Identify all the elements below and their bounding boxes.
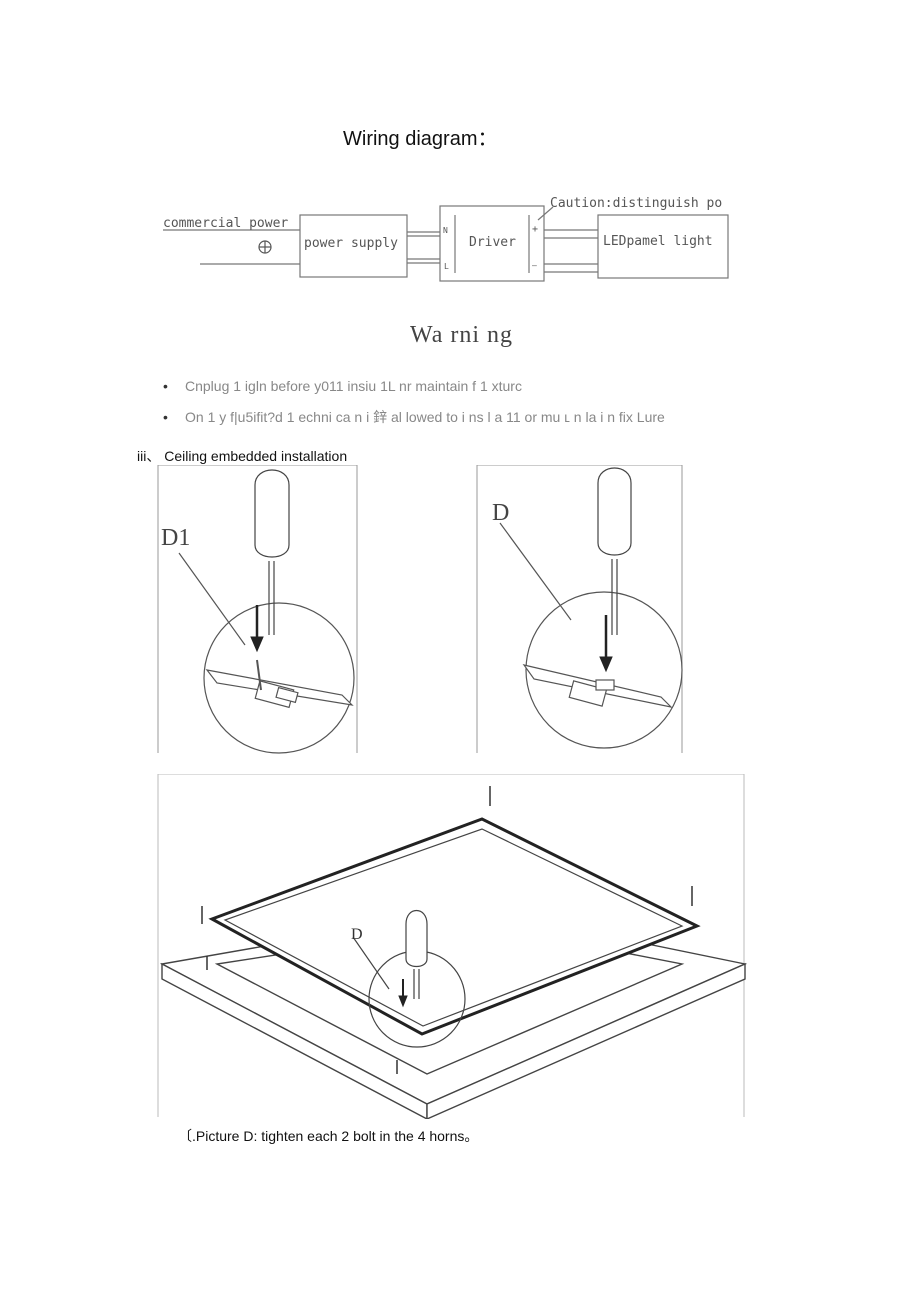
figure-caption: 〔.Picture D: tighten each 2 bolt in the … xyxy=(178,1128,479,1144)
driver-label: Driver xyxy=(469,235,516,250)
section-heading: iii、 Ceiling embedded installation xyxy=(137,448,348,464)
figure-d1: D1 xyxy=(157,465,358,754)
plus-terminal: + xyxy=(532,224,538,235)
commercial-power-label: commercial power xyxy=(163,216,288,231)
led-panel-label: LEDpamel light xyxy=(603,234,713,249)
warning-text: Cnplug 1 igln before y011 insiu 1L nr ma… xyxy=(185,378,522,394)
figure-d: D xyxy=(476,465,683,753)
down-arrow-icon xyxy=(599,615,613,673)
figure-panel-installation: D xyxy=(157,774,747,1119)
wiring-diagram-title: Wiring diagram： xyxy=(343,128,498,150)
screwdriver-icon xyxy=(254,469,290,635)
screwdriver-icon xyxy=(597,467,632,635)
figure-label-d-bottom: D xyxy=(351,926,363,943)
down-arrow-icon xyxy=(250,605,264,653)
warning-title: Wa rni ng xyxy=(410,322,514,348)
warning-item: •Cnplug 1 igln before y011 insiu 1L nr m… xyxy=(163,378,522,394)
warning-text: On 1 y f|u5ifit?d 1 echni ca n i 鋅 al lo… xyxy=(185,409,665,425)
screwdriver-icon xyxy=(405,909,428,999)
power-supply-label: power supply xyxy=(304,236,398,251)
wiring-diagram: commercial power power supply N L Driver… xyxy=(163,196,729,282)
driver-n-label: N xyxy=(443,226,448,235)
figure-label-d: D xyxy=(492,500,509,526)
ground-icon xyxy=(258,240,272,254)
figure-label-d1: D1 xyxy=(161,525,190,551)
warning-item: •On 1 y f|u5ifit?d 1 echni ca n i 鋅 al l… xyxy=(163,409,665,425)
driver-l-label: L xyxy=(444,262,449,271)
down-arrow-icon xyxy=(398,979,408,1008)
caution-label: Caution:distinguish po xyxy=(550,196,722,211)
minus-terminal: — xyxy=(532,261,537,270)
